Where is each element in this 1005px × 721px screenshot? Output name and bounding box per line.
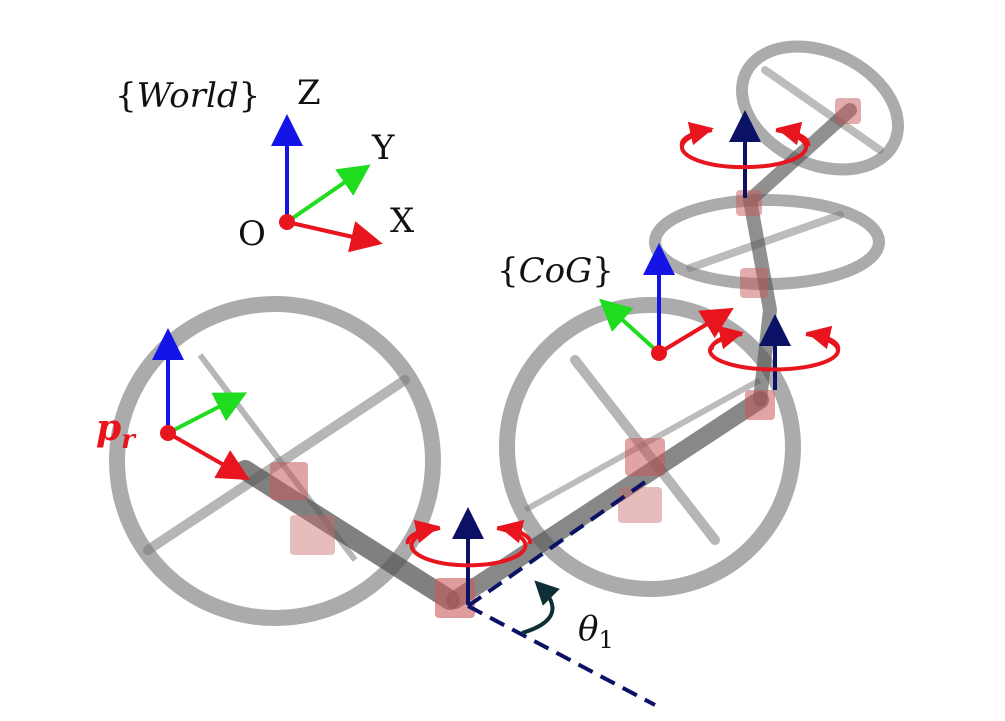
world-origin-label: O (238, 214, 266, 254)
thrust-arrows (452, 110, 791, 605)
world-y-axis (285, 164, 371, 224)
motor-middle (625, 438, 665, 476)
world-origin-point (279, 214, 295, 230)
frame-links (235, 98, 861, 618)
pr-label: pr (96, 407, 137, 455)
cog-x-axis (657, 307, 734, 355)
link-axis-dashed-line (466, 480, 647, 608)
battery-middle (618, 487, 662, 523)
joint-3 (736, 190, 762, 216)
angle-arc (521, 580, 560, 635)
world-z-label: Z (297, 73, 321, 113)
rotation-arrow-joint-1 (405, 519, 533, 568)
joint-angle: θ1 (466, 480, 656, 707)
motor-upper (740, 268, 768, 298)
world-frame-label: {World} (115, 76, 260, 116)
joint-2 (745, 390, 775, 420)
cog-origin-point (651, 345, 667, 361)
propeller-blade (686, 211, 844, 272)
battery-left (290, 515, 335, 555)
cog-frame: {CoG} (497, 243, 734, 361)
cog-frame-label: {CoG} (497, 251, 614, 291)
rotation-arrow-joint-2 (708, 325, 841, 372)
reference-axis-dashed-line (467, 604, 656, 707)
theta-1-label: θ1 (578, 609, 614, 654)
cog-y-axis (599, 298, 661, 355)
rotation-arrow-joint-3 (679, 121, 811, 170)
propeller-blade (761, 66, 884, 154)
rotation-arrows (405, 121, 841, 568)
motor-left (270, 462, 308, 500)
world-x-label: X (390, 201, 415, 241)
motor-top (835, 98, 861, 124)
joint-1 (435, 578, 475, 618)
pr-y-axis (167, 392, 248, 435)
world-x-axis (286, 220, 383, 253)
world-y-label: Y (371, 128, 395, 168)
pr-frame: pr (96, 328, 250, 480)
pr-x-axis (167, 431, 250, 480)
pr-point (160, 425, 176, 441)
world-frame: {World} Z Y X O (115, 73, 415, 254)
